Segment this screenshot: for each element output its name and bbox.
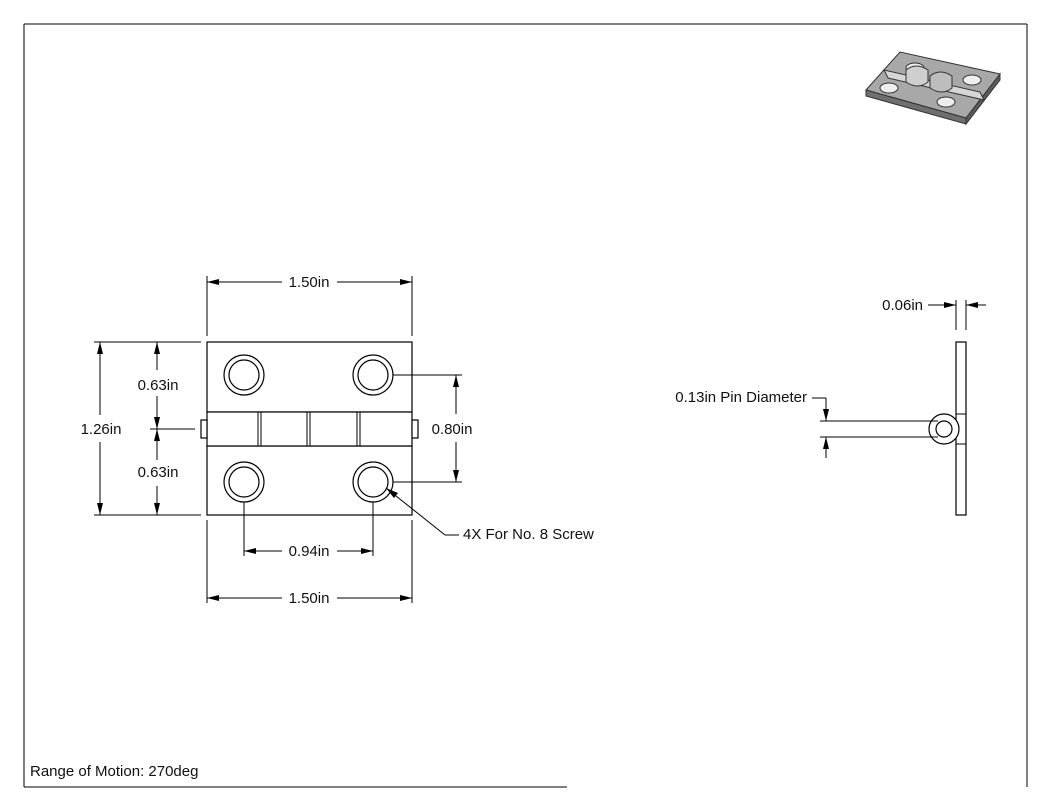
screw-hole	[352, 354, 394, 396]
dimension-thickness: 0.06in	[882, 297, 986, 330]
dimension-top-width: 1.50in	[206, 274, 413, 336]
dim-text: 1.26in	[81, 421, 122, 438]
screw-callout: 4X For No. 8 Screw	[385, 487, 594, 543]
dim-text: 0.63in	[138, 464, 179, 481]
dimension-leaf-heights: 0.63in 0.63in	[138, 342, 195, 515]
front-view	[200, 341, 419, 516]
dimension-pin-diameter: 0.13in Pin Diameter	[675, 389, 938, 458]
range-of-motion-note: Range of Motion: 270deg	[30, 763, 198, 780]
dim-text: 1.50in	[289, 590, 330, 607]
dimension-hole-horizontal: 0.94in	[243, 502, 374, 560]
screw-hole	[352, 461, 394, 503]
dim-text: 0.63in	[138, 377, 179, 394]
screw-note: 4X For No. 8 Screw	[463, 526, 594, 543]
dim-text: 0.06in	[882, 297, 923, 314]
isometric-hinge-view	[865, 51, 1001, 126]
pin-diameter-note: 0.13in Pin Diameter	[675, 389, 807, 406]
screw-hole	[223, 354, 265, 396]
dimension-hole-vertical: 0.80in	[393, 374, 473, 483]
drawing-frame	[23, 23, 1028, 788]
dim-text: 0.94in	[289, 543, 330, 560]
side-view	[928, 341, 967, 516]
screw-hole	[223, 461, 265, 503]
dim-text: 0.80in	[432, 421, 473, 438]
dimension-bottom-width: 1.50in	[206, 520, 413, 607]
dim-text: 1.50in	[289, 274, 330, 291]
dimension-overall-height: 1.26in	[81, 341, 201, 516]
